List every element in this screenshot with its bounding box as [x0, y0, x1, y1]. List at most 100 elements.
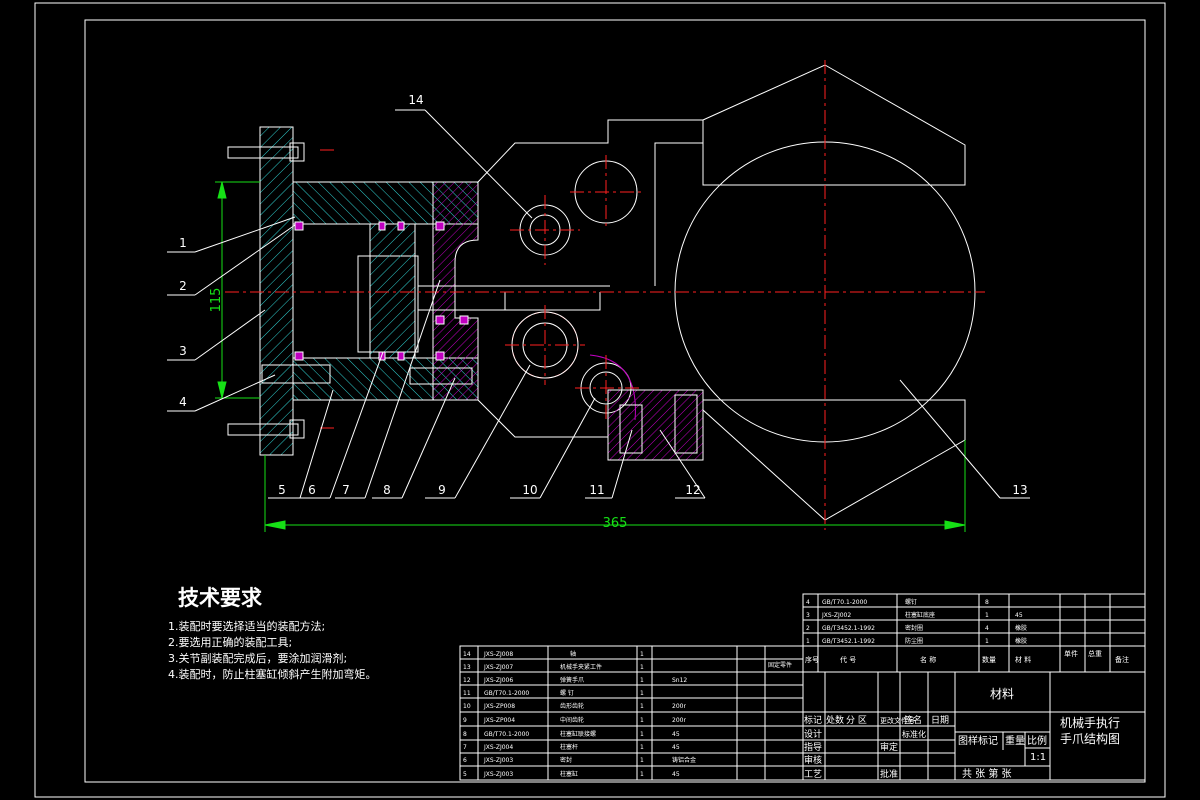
bom-upper-row: 2 GB/T3452.1-1992 密封圈 4 橡胶	[806, 624, 1027, 632]
svg-text:材 料: 材 料	[1015, 655, 1031, 664]
tech-requirement-item: 4.装配时，防止柱塞缸倾斜产生附加弯矩。	[168, 668, 377, 681]
svg-text:1: 1	[640, 771, 644, 778]
svg-text:200r: 200r	[672, 703, 686, 710]
balloon-5: 5	[278, 483, 286, 497]
svg-text:5: 5	[463, 771, 467, 778]
svg-text:橡胶: 橡胶	[1015, 624, 1027, 632]
svg-text:1: 1	[640, 703, 644, 710]
svg-text:Sn12: Sn12	[672, 677, 687, 684]
svg-text:更改文件号: 更改文件号	[880, 716, 915, 725]
svg-text:柱塞缸底座: 柱塞缸底座	[905, 611, 935, 619]
svg-text:JXS-ZP004: JXS-ZP004	[483, 717, 515, 724]
dimension-lines	[215, 181, 966, 532]
svg-text:铸铝合金: 铸铝合金	[672, 756, 696, 764]
svg-text:2: 2	[806, 625, 810, 632]
svg-text:1: 1	[640, 757, 644, 764]
svg-text:重量: 重量	[1005, 734, 1025, 747]
svg-text:7: 7	[463, 744, 467, 751]
svg-text:JXS-ZP008: JXS-ZP008	[483, 703, 515, 710]
svg-text:JXS-ZJ004: JXS-ZJ004	[483, 744, 513, 751]
balloon-9: 9	[438, 483, 446, 497]
balloon-6: 6	[308, 483, 316, 497]
dim-horizontal: 365	[603, 516, 628, 531]
svg-text:GB/T70.1-2000: GB/T70.1-2000	[484, 690, 529, 697]
svg-text:4: 4	[985, 625, 989, 632]
upper-jaw	[702, 64, 966, 186]
balloon-14: 14	[408, 93, 423, 107]
tech-requirements-title: 技术要求	[178, 586, 262, 610]
svg-text:数量: 数量	[982, 655, 996, 664]
svg-text:序号: 序号	[805, 655, 819, 664]
balloon-4: 4	[179, 395, 187, 409]
lower-jaw	[702, 399, 966, 521]
svg-text:柱塞缸: 柱塞缸	[560, 770, 578, 778]
svg-text:备注: 备注	[1115, 655, 1129, 664]
sheet-count: 共 张 第 张	[962, 767, 1012, 780]
svg-text:8: 8	[985, 599, 989, 606]
svg-text:45: 45	[672, 744, 680, 751]
svg-text:45: 45	[672, 731, 680, 738]
svg-text:分 区: 分 区	[846, 715, 867, 726]
svg-text:1: 1	[640, 664, 644, 671]
svg-text:1: 1	[806, 638, 810, 645]
svg-text:10: 10	[463, 703, 471, 710]
svg-text:JXS-ZJ007: JXS-ZJ007	[483, 664, 513, 671]
svg-text:1: 1	[640, 717, 644, 724]
center-lines	[225, 60, 985, 530]
svg-text:防尘圈: 防尘圈	[905, 637, 923, 645]
drawing-title-line1: 机械手执行	[1060, 715, 1120, 730]
svg-text:名 称: 名 称	[920, 655, 936, 664]
outer-frame	[34, 2, 1166, 798]
svg-text:GB/T3452.1-1992: GB/T3452.1-1992	[822, 638, 875, 645]
svg-text:审核: 审核	[804, 754, 822, 766]
svg-text:固定零件: 固定零件	[768, 661, 792, 669]
svg-text:总重: 总重	[1088, 649, 1102, 658]
assembly-view	[227, 64, 976, 521]
svg-text:标记: 标记	[804, 714, 822, 726]
svg-text:200r: 200r	[672, 717, 686, 724]
svg-text:1: 1	[985, 612, 989, 619]
svg-text:齿形齿轮: 齿形齿轮	[560, 702, 584, 710]
balloon-12: 12	[685, 483, 700, 497]
balloon-11: 11	[589, 483, 604, 497]
svg-text:螺钉: 螺钉	[905, 598, 917, 606]
svg-text:密封: 密封	[560, 756, 572, 764]
scale-value: 1:1	[1030, 752, 1046, 763]
bom-lower-row: 10 JXS-ZP008 齿形齿轮 1 200r	[463, 702, 686, 710]
svg-text:橡胶: 橡胶	[1015, 637, 1027, 645]
gear-housing	[477, 119, 704, 286]
svg-text:标准化: 标准化	[902, 729, 926, 739]
bom-upper: 4 GB/T70.1-2000 螺钉 8 3 JXS-ZJ002 柱塞缸底座 1…	[805, 598, 1129, 664]
svg-text:6: 6	[463, 757, 467, 764]
svg-text:3: 3	[806, 612, 810, 619]
svg-text:签名: 签名	[904, 714, 922, 726]
svg-text:1: 1	[640, 731, 644, 738]
svg-text:1: 1	[985, 638, 989, 645]
svg-text:柱塞缸联接螺: 柱塞缸联接螺	[560, 730, 596, 738]
svg-text:12: 12	[463, 677, 471, 684]
svg-text:密封圈: 密封圈	[905, 624, 923, 632]
svg-text:单件: 单件	[1064, 649, 1078, 658]
svg-text:设计: 设计	[804, 728, 822, 740]
base-plate	[259, 126, 294, 456]
svg-text:1: 1	[640, 677, 644, 684]
bracket	[607, 389, 704, 461]
bom-upper-header: 序号 代 号 名 称 数量 材 料 单件 总重 备注	[805, 649, 1129, 664]
svg-text:1: 1	[640, 744, 644, 751]
tech-requirement-item: 2.要选用正确的装配工具;	[168, 636, 293, 649]
svg-text:图样标记: 图样标记	[958, 734, 998, 747]
drawing-title-line2: 手爪结构图	[1060, 731, 1120, 746]
svg-text:8: 8	[463, 731, 467, 738]
inner-frame	[84, 19, 1146, 783]
svg-text:GB/T3452.1-1992: GB/T3452.1-1992	[822, 625, 875, 632]
bom-upper-row: 3 JXS-ZJ002 柱塞缸底座 1 45	[806, 611, 1023, 619]
svg-text:中间齿轮: 中间齿轮	[560, 716, 584, 724]
svg-text:JXS-ZJ003: JXS-ZJ003	[483, 771, 513, 778]
